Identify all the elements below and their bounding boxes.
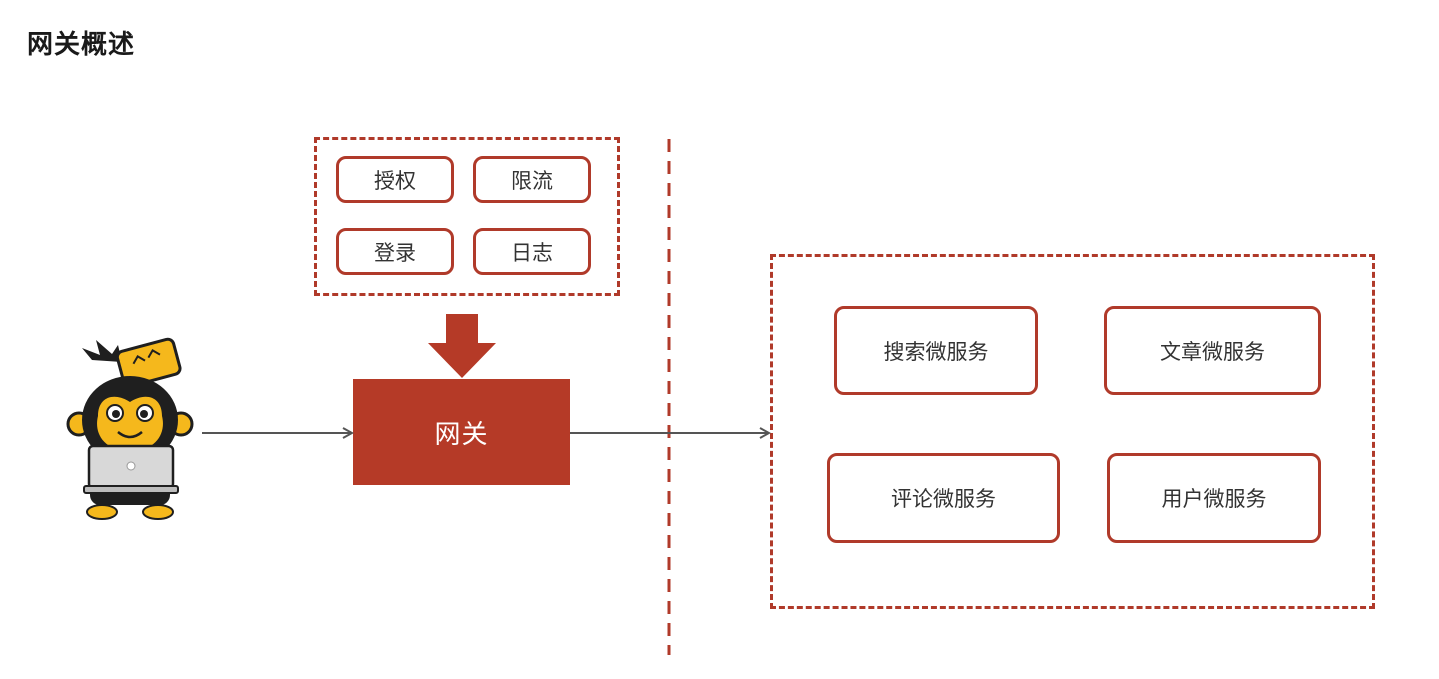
feature-login: 登录 xyxy=(336,228,454,275)
service-user: 用户微服务 xyxy=(1107,453,1321,543)
service-article: 文章微服务 xyxy=(1104,306,1321,395)
mascot-user-icon xyxy=(66,337,194,520)
feature-rate-limit: 限流 xyxy=(473,156,591,203)
feature-logging: 日志 xyxy=(473,228,591,275)
feature-auth: 授权 xyxy=(336,156,454,203)
gateway-block: 网关 xyxy=(353,379,570,485)
microservices-group xyxy=(770,254,1375,609)
gateway-features-group xyxy=(314,137,620,296)
features-to-gateway-arrow xyxy=(428,314,496,378)
page-title: 网关概述 xyxy=(27,30,136,60)
service-search: 搜索微服务 xyxy=(834,306,1038,395)
service-comment: 评论微服务 xyxy=(827,453,1060,543)
